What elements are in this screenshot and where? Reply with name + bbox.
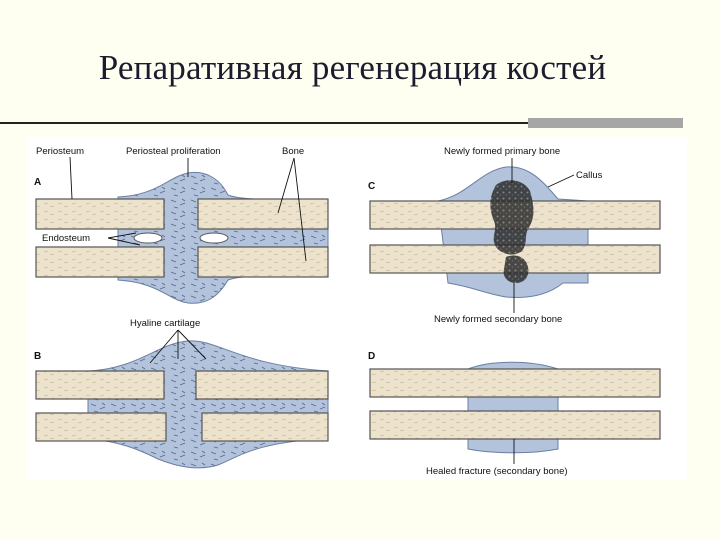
label-newly-formed-primary-bone: Newly formed primary bone bbox=[444, 146, 560, 157]
bone-segment bbox=[369, 368, 661, 398]
panel-c: C Newly formed primary bone Callus Newly… bbox=[368, 146, 661, 325]
slide-title: Репаративная регенерация костей bbox=[98, 48, 607, 87]
leader-lines bbox=[511, 158, 575, 313]
panel-letter: A bbox=[34, 177, 41, 188]
panel-letter: D bbox=[368, 351, 375, 362]
bone-segment bbox=[197, 246, 329, 278]
label-endosteum: Endosteum bbox=[42, 233, 90, 244]
hyaline-cartilage-mass bbox=[87, 340, 329, 469]
endosteum-gap bbox=[133, 232, 163, 244]
bone-segment bbox=[35, 198, 165, 230]
secondary-bone-speckle bbox=[503, 255, 529, 283]
bone-segment bbox=[369, 410, 661, 440]
bone-segment bbox=[197, 198, 329, 230]
label-bone: Bone bbox=[282, 146, 304, 157]
leader-lines bbox=[149, 329, 207, 364]
primary-bone-speckle bbox=[490, 180, 534, 255]
bone-segment bbox=[35, 412, 167, 442]
bone-segment bbox=[195, 370, 329, 400]
panel-b: B Hyaline cartilage bbox=[34, 318, 329, 469]
label-callus: Callus bbox=[576, 170, 603, 181]
label-hyaline-cartilage: Hyaline cartilage bbox=[130, 318, 200, 329]
title-divider bbox=[0, 122, 683, 124]
panel-letter: C bbox=[368, 181, 375, 192]
label-periosteal-proliferation: Periosteal proliferation bbox=[126, 146, 221, 157]
leader-lines bbox=[69, 156, 307, 262]
bone-segment bbox=[35, 370, 165, 400]
label-newly-formed-secondary-bone: Newly formed secondary bone bbox=[434, 314, 562, 325]
label-healed-fracture: Healed fracture (secondary bone) bbox=[426, 466, 568, 477]
endosteum-gap bbox=[199, 232, 229, 244]
panel-letter: B bbox=[34, 351, 41, 362]
fracture-healing-diagram: A Periosteum Periosteal proliferation Bo… bbox=[34, 146, 661, 477]
panel-a: A Periosteum Periosteal proliferation Bo… bbox=[34, 146, 329, 304]
bone-segment bbox=[201, 412, 329, 442]
bone-segment bbox=[35, 246, 165, 278]
panel-d: D Healed fracture (secondary bone) bbox=[368, 351, 661, 477]
title-accent-bar bbox=[528, 118, 683, 128]
label-periosteum: Periosteum bbox=[36, 146, 84, 157]
fracture-healing-figure: A Periosteum Periosteal proliferation Bo… bbox=[28, 137, 687, 480]
